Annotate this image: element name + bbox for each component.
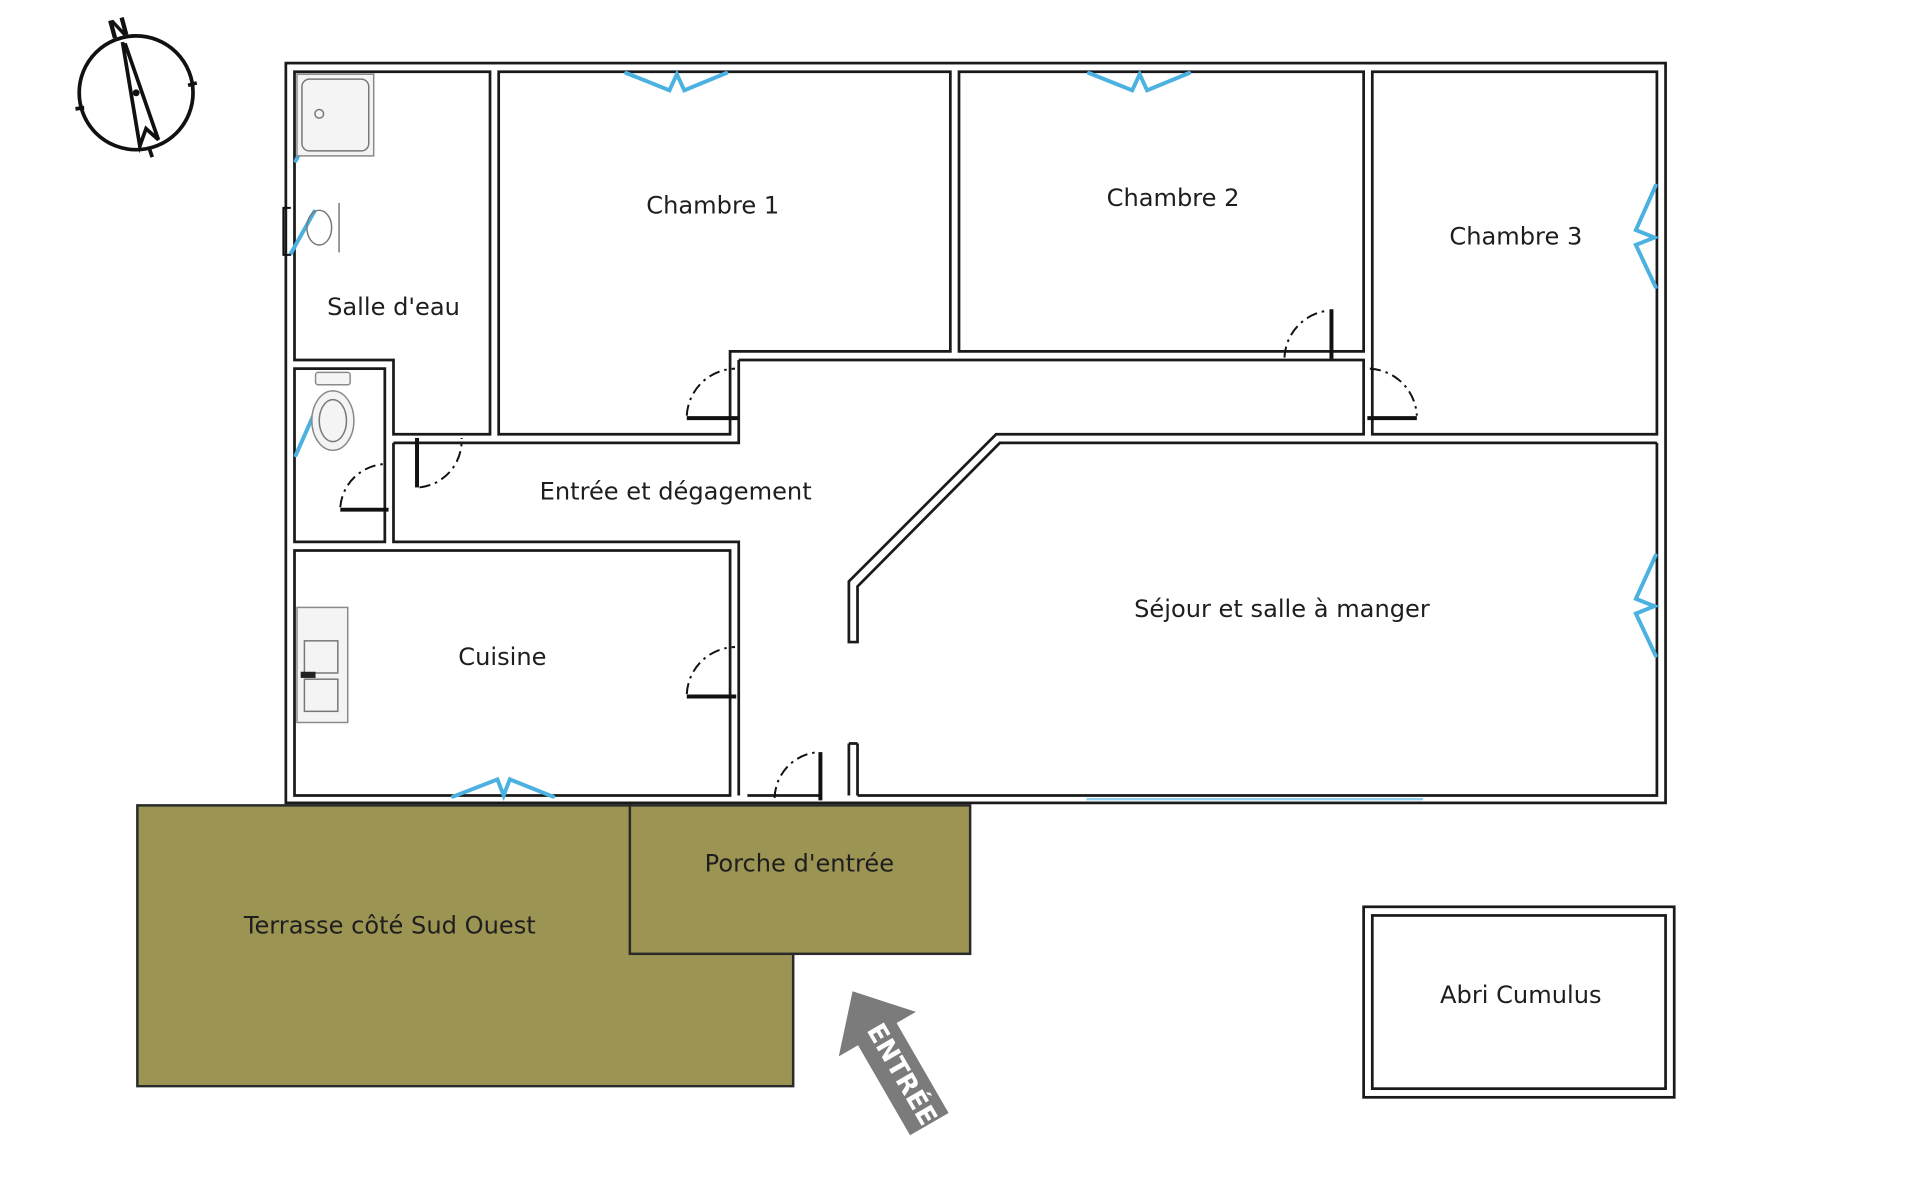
door-chambre3[interactable]	[1367, 367, 1418, 421]
room-label-terrasse: Terrasse côté Sud Ouest	[243, 912, 536, 940]
sink-icon	[306, 202, 340, 253]
toilet-icon	[311, 371, 355, 452]
porch-area	[628, 804, 972, 956]
shower-icon	[296, 73, 375, 157]
window-sejour	[1633, 553, 1660, 658]
exterior-walls	[284, 61, 1667, 805]
room-labels: Salle d'eau Chambre 1 Chambre 2 Chambre …	[243, 184, 1602, 1009]
compass-north-label: N	[105, 12, 133, 45]
entry-arrow-icon[interactable]: ENTRÉE	[814, 969, 968, 1146]
room-label-sejour: Séjour et salle à manger	[1134, 595, 1430, 623]
room-label-salle-eau: Salle d'eau	[327, 293, 460, 321]
kitchen-sink-icon	[296, 606, 349, 724]
window-cuisine	[450, 776, 556, 801]
room-label-chambre2: Chambre 2	[1107, 184, 1240, 212]
window-chambre1	[624, 69, 729, 93]
room-label-chambre1: Chambre 1	[646, 192, 779, 220]
windows	[282, 69, 1660, 801]
doors	[339, 309, 1418, 801]
door-wc[interactable]	[339, 462, 389, 512]
interior-walls	[293, 70, 1659, 801]
window-chambre3	[1633, 183, 1660, 289]
room-label-cuisine: Cuisine	[458, 643, 546, 671]
door-chambre1[interactable]	[685, 367, 738, 421]
room-label-entree: Entrée et dégagement	[540, 477, 812, 505]
abri-cumulus	[1362, 905, 1676, 1099]
door-cuisine[interactable]	[685, 646, 737, 699]
compass-icon: N	[75, 12, 198, 158]
door-chambre2[interactable]	[1283, 309, 1334, 359]
window-chambre2	[1086, 69, 1192, 93]
door-entrance[interactable]	[773, 751, 823, 801]
room-label-chambre3: Chambre 3	[1449, 223, 1582, 251]
door-salle-eau[interactable]	[415, 437, 463, 489]
room-label-abri: Abri Cumulus	[1440, 981, 1602, 1009]
room-label-porche: Porche d'entrée	[705, 850, 894, 878]
window-salle-eau-2	[282, 206, 317, 256]
